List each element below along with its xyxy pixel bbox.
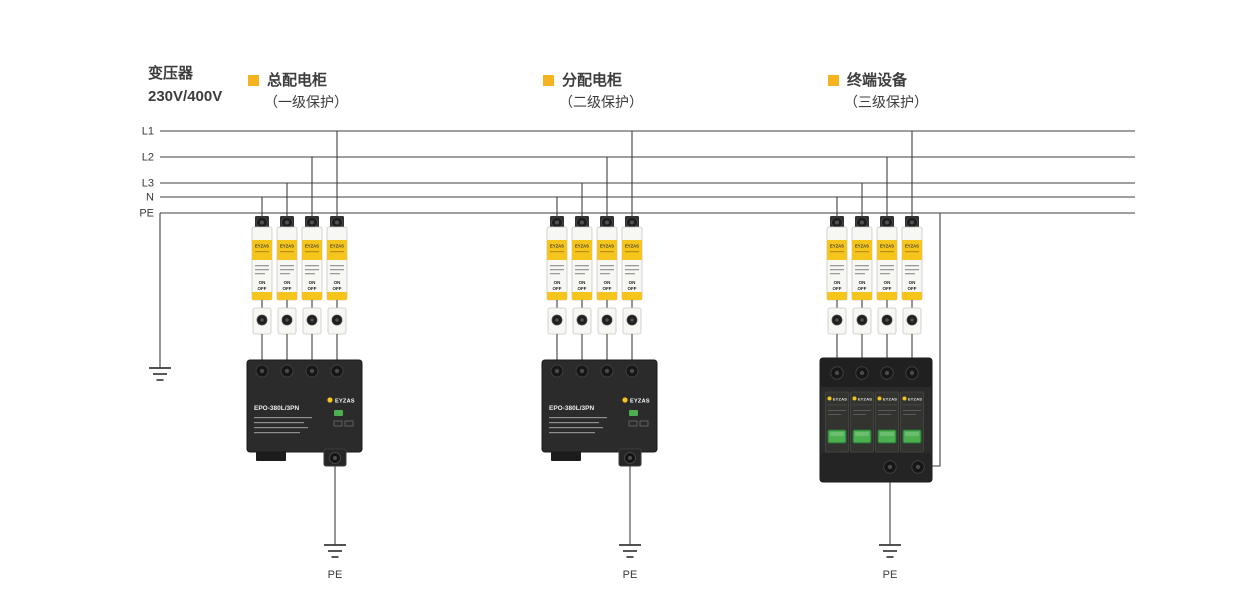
breaker-unit (571, 215, 593, 361)
breaker-unit (326, 215, 348, 361)
breaker-unit (276, 215, 298, 361)
spd3-terminal-screw-icon (880, 366, 894, 380)
earth-symbol-icon (323, 544, 347, 558)
spd3-plug-module (850, 391, 874, 453)
pe-label: PE (883, 569, 898, 581)
phase-tap-wires (556, 131, 633, 218)
breaker-unit (546, 215, 568, 361)
stage-header-3: 终端设备 （三级保护） (828, 71, 928, 110)
breaker-unit (301, 215, 323, 361)
stage-2-subtitle: （二级保护） (559, 94, 643, 110)
breaker-unit (596, 215, 618, 361)
phase-tap-wires (261, 131, 338, 218)
breaker-unit (876, 215, 898, 361)
stage-2-title: 分配电柜 (562, 71, 622, 89)
spd3-plug-module (900, 391, 924, 453)
transformer-header: 变压器 230V/400V (148, 64, 222, 105)
stage-header-1: 总配电柜 （一级保护） (248, 71, 348, 110)
stage-1-title: 总配电柜 (267, 71, 327, 89)
breaker-unit (901, 215, 923, 361)
spd-din-device (246, 359, 363, 467)
earth-symbol-icon (148, 367, 172, 381)
spd3-terminal-screw-icon (830, 366, 844, 380)
stage-header-2: 分配电柜 （二级保护） (543, 71, 643, 110)
diagram-header: 变压器 230V/400V 总配电柜 （一级保护） 分配电柜 （二级保护） 终端… (148, 64, 928, 110)
transformer-title: 变压器 (148, 64, 194, 82)
breaker-unit (851, 215, 873, 361)
bus-lines: L1 L2 L3 N PE (139, 126, 1135, 220)
spd3-pe-link-wire (932, 213, 941, 467)
spd-module-device (819, 357, 933, 483)
bus-label-l1: L1 (142, 126, 154, 138)
phase-tap-wires (836, 131, 913, 218)
spd3-terminal-screw-icon (855, 366, 869, 380)
stage-3-group: PE (819, 131, 941, 581)
bus-label-l2: L2 (142, 152, 154, 164)
pe-label: PE (328, 569, 343, 581)
stage-2-group: PE (541, 131, 658, 581)
earth-symbol-icon (618, 544, 642, 558)
pe-label: PE (623, 569, 638, 581)
stage-bullet-icon (828, 75, 839, 86)
spd3-plug-module (825, 391, 849, 453)
breaker-unit (826, 215, 848, 361)
bus-label-l3: L3 (142, 178, 154, 190)
stage-bullet-icon (248, 75, 259, 86)
breaker-unit (621, 215, 643, 361)
stage-3-subtitle: （三级保护） (844, 94, 928, 110)
stage-1-subtitle: （一级保护） (264, 94, 348, 110)
bus-label-pe: PE (139, 208, 154, 220)
earth-symbol-icon (878, 544, 902, 558)
transformer-subtitle: 230V/400V (148, 88, 222, 105)
stage-bullet-icon (543, 75, 554, 86)
breaker-unit (251, 215, 273, 361)
spd3-terminal-screw-icon (905, 366, 919, 380)
transformer-earth (148, 213, 172, 381)
spd3-bottom-screw-icon (883, 460, 897, 474)
bus-label-n: N (146, 192, 154, 204)
spd3-plug-module (875, 391, 899, 453)
spd-din-device (541, 359, 658, 467)
spd3-bottom-screw-icon (911, 460, 925, 474)
stage-1-group: PE (246, 131, 363, 581)
stage-3-title: 终端设备 (847, 71, 908, 89)
